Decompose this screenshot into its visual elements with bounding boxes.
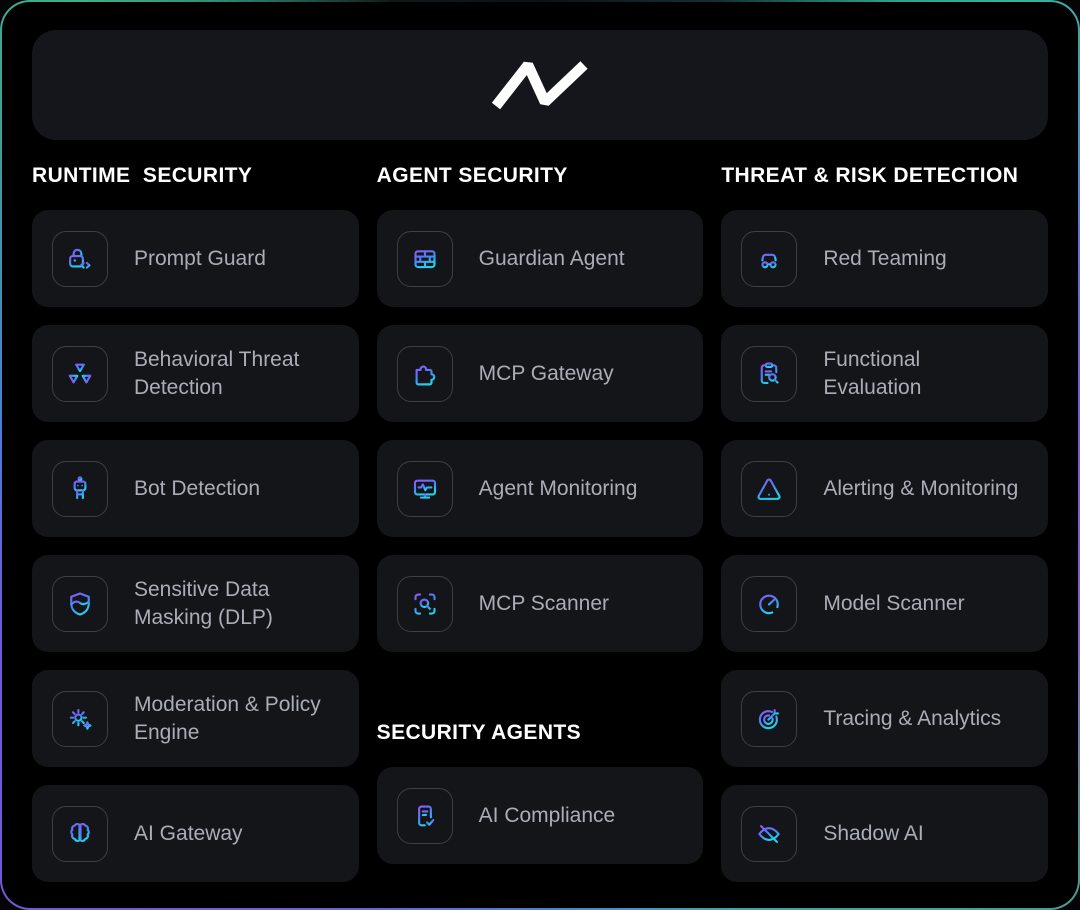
menu-item-tracing-analytics[interactable]: Tracing & Analytics — [721, 670, 1048, 767]
radiation-icon — [52, 345, 108, 402]
noma-logo-icon[interactable] — [488, 56, 592, 114]
menu-item-label: Functional Evaluation — [823, 347, 922, 399]
menu-item-agent-monitoring[interactable]: Agent Monitoring — [376, 440, 704, 537]
menu-item-label: Shadow AI — [823, 821, 924, 845]
section-security-agents: SECURITY AGENTS AI Compliance — [376, 721, 704, 864]
logo-mark — [491, 61, 588, 110]
menu-item-label: Model Scanner — [823, 591, 965, 615]
top-bar — [32, 30, 1048, 140]
menu-item-label: Prompt Guard — [134, 246, 266, 270]
menu-item-label: Red Teaming — [823, 246, 947, 270]
firewall-icon — [396, 230, 453, 287]
menu-item-model-scanner[interactable]: Model Scanner — [721, 555, 1048, 652]
warning-triangle-icon — [741, 460, 798, 517]
gear-sparkle-icon — [52, 690, 108, 747]
menu-item-ai-gateway[interactable]: AI Gateway — [32, 785, 359, 882]
menu-item-mcp-scanner[interactable]: MCP Scanner — [376, 555, 704, 652]
menu-item-moderation-policy-engine[interactable]: Moderation & Policy Engine — [32, 670, 359, 767]
menu-item-guardian-agent[interactable]: Guardian Agent — [376, 210, 704, 307]
menu-item-shadow-ai[interactable]: Shadow AI — [721, 785, 1048, 882]
menu-item-red-teaming[interactable]: Red Teaming — [721, 210, 1048, 307]
menu-item-label: Tracing & Analytics — [823, 706, 1002, 730]
section-header-agent-security: AGENT SECURITY — [376, 164, 568, 187]
menu-item-label: Bot Detection — [134, 476, 261, 500]
puzzle-icon — [396, 345, 453, 402]
gauge-icon — [741, 575, 798, 632]
menu-item-label: Guardian Agent — [478, 246, 625, 270]
section-header-security-agents: SECURITY AGENTS — [376, 721, 582, 744]
target-dart-icon — [741, 690, 798, 747]
section-header-threat-risk-detection: THREAT & RISK DETECTION — [721, 164, 1019, 187]
menu-item-label: MCP Scanner — [478, 591, 609, 615]
menu-item-label: AI Gateway — [134, 821, 243, 845]
document-check-icon — [396, 787, 453, 844]
eye-off-icon — [741, 805, 798, 862]
menu-item-label: Alerting & Monitoring — [823, 476, 1019, 500]
menu-item-label: AI Compliance — [478, 803, 616, 827]
menu-item-behavioral-threat-detection[interactable]: Behavioral Threat Detection — [32, 325, 359, 422]
shield-wave-icon — [52, 575, 108, 632]
clipboard-search-icon — [741, 345, 798, 402]
monitor-pulse-icon — [396, 460, 453, 517]
lock-code-icon — [52, 230, 108, 287]
menu-item-ai-compliance[interactable]: AI Compliance — [376, 767, 704, 864]
menu-item-mcp-gateway[interactable]: MCP Gateway — [376, 325, 704, 422]
section-header-runtime-security: RUNTIME SECURITY — [32, 164, 253, 187]
menu-item-label: Sensitive Data Masking (DLP) — [134, 577, 273, 629]
menu-item-label: Moderation & Policy Engine — [134, 692, 321, 744]
incognito-icon — [741, 230, 798, 287]
menu-item-label: Agent Monitoring — [478, 476, 638, 500]
menu-item-bot-detection[interactable]: Bot Detection — [32, 440, 359, 537]
menu-item-alerting-monitoring[interactable]: Alerting & Monitoring — [721, 440, 1048, 537]
menu-item-prompt-guard[interactable]: Prompt Guard — [32, 210, 359, 307]
brain-icon — [52, 805, 108, 862]
scan-search-icon — [396, 575, 453, 632]
robot-icon — [52, 460, 108, 517]
menu-item-label: Behavioral Threat Detection — [134, 347, 300, 399]
menu-item-label: MCP Gateway — [478, 361, 614, 385]
menu-item-functional-evaluation[interactable]: Functional Evaluation — [721, 325, 1048, 422]
menu-item-sensitive-data-masking-dlp[interactable]: Sensitive Data Masking (DLP) — [32, 555, 359, 652]
